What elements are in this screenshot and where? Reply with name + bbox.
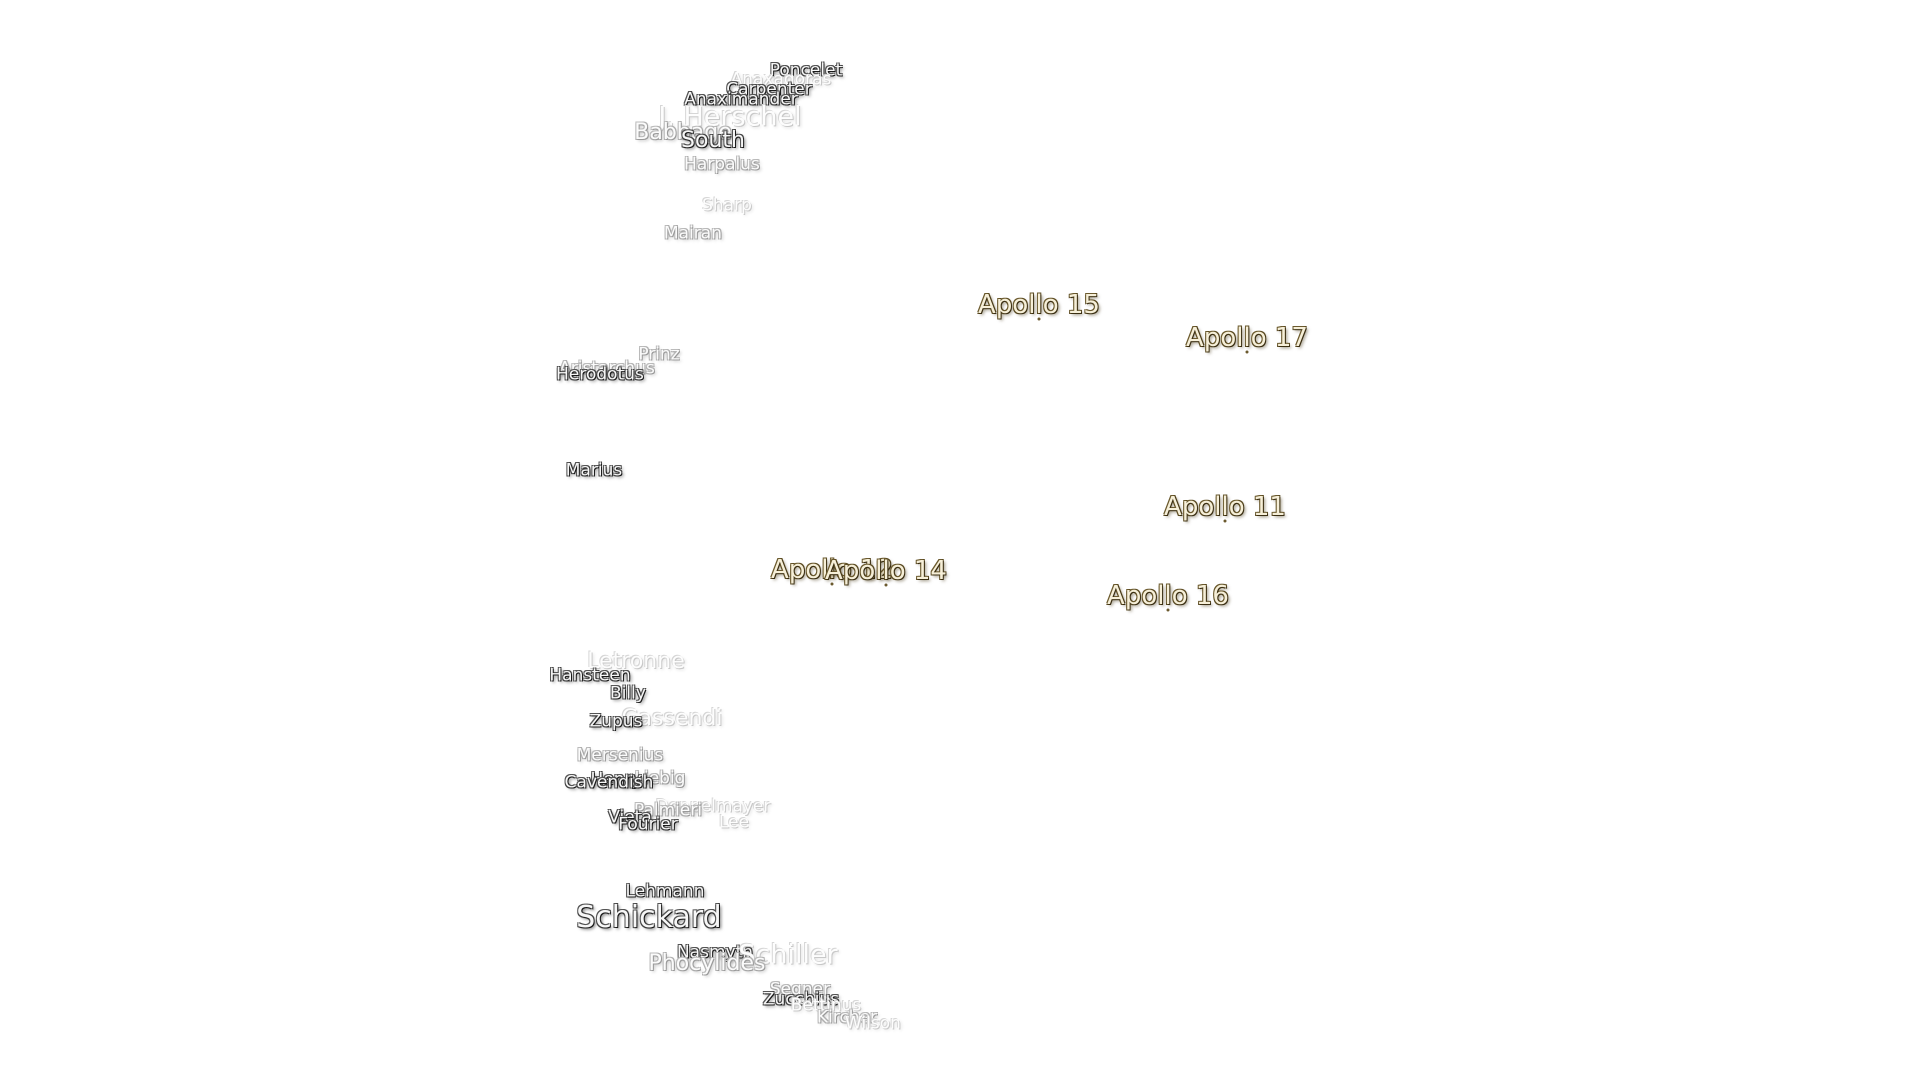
crater-label-hansteen[interactable]: Hansteen	[549, 665, 631, 686]
crater-label-wilson[interactable]: Wilson	[845, 1013, 901, 1034]
crater-label-marius[interactable]: Marius	[565, 460, 623, 481]
landing-site-label-apollo-16[interactable]: Apollo 16	[1107, 581, 1229, 611]
crater-label-lehmann[interactable]: Lehmann	[625, 881, 705, 902]
crater-label-lee[interactable]: Lee	[718, 812, 750, 833]
landing-site-marker[interactable]	[1037, 317, 1041, 321]
crater-label-segner[interactable]: Segner	[769, 979, 831, 1000]
crater-label-j-herschel[interactable]: J. Herschel	[658, 101, 802, 133]
crater-label-nasmyth[interactable]: Nasmyth	[676, 942, 754, 963]
crater-label-harpalus[interactable]: Harpalus	[684, 154, 760, 175]
crater-label-babbage[interactable]: Babbage	[634, 120, 732, 145]
crater-label-henry[interactable]: Henry	[590, 769, 642, 790]
crater-label-doppelmayer[interactable]: Doppelmayer	[655, 796, 771, 817]
crater-label-anaxagoras[interactable]: Anaxagoras	[730, 69, 832, 90]
crater-label-zucchius[interactable]: Zucchius	[762, 989, 840, 1010]
crater-label-vieta[interactable]: Vieta	[608, 807, 652, 828]
landing-site-marker[interactable]	[830, 582, 834, 586]
crater-label-liebig[interactable]: Liebig	[634, 768, 686, 789]
crater-label-bettinus[interactable]: Bettinus	[790, 995, 862, 1016]
crater-label-phocylides[interactable]: Phocylides	[648, 951, 766, 976]
crater-label-south[interactable]: South	[681, 128, 745, 153]
crater-label-letronne[interactable]: Letronne	[587, 649, 685, 674]
crater-label-schickard[interactable]: Schickard	[576, 900, 722, 935]
landing-site-marker[interactable]	[1245, 350, 1249, 354]
landing-site-label-apollo-14[interactable]: Apollo 14	[825, 556, 947, 586]
landing-site-label-apollo-17[interactable]: Apollo 17	[1186, 323, 1308, 353]
crater-label-palmieri[interactable]: Palmieri	[633, 800, 703, 821]
crater-label-fourier[interactable]: Fourier	[618, 814, 678, 835]
landing-site-label-apollo-11[interactable]: Apollo 11	[1164, 492, 1286, 522]
landing-site-label-apollo-15[interactable]: Apollo 15	[978, 290, 1100, 320]
crater-label-carpenter[interactable]: Carpenter	[726, 79, 812, 100]
crater-label-gassendi[interactable]: Gassendi	[621, 706, 723, 731]
crater-label-anaximander[interactable]: Anaximander	[684, 89, 798, 110]
crater-label-prinz[interactable]: Prinz	[638, 344, 680, 365]
crater-label-sharp[interactable]: Sharp	[702, 195, 752, 216]
crater-label-cavendish[interactable]: Cavendish	[564, 772, 654, 793]
landing-site-label-apollo-12[interactable]: Apollo 12	[771, 555, 893, 585]
landing-site-marker[interactable]	[884, 583, 888, 587]
landing-site-marker[interactable]	[1223, 519, 1227, 523]
crater-label-aristarchus[interactable]: Aristarchus	[559, 358, 655, 379]
crater-label-poncelet[interactable]: Poncelet	[769, 60, 843, 81]
crater-label-mairan[interactable]: Mairan	[664, 223, 722, 244]
crater-label-herodotus[interactable]: Herodotus	[556, 364, 644, 385]
crater-label-schiller[interactable]: Schiller	[738, 939, 838, 971]
crater-label-mersenius[interactable]: Mersenius	[576, 745, 664, 766]
crater-label-kircher[interactable]: Kircher	[816, 1007, 878, 1028]
crater-label-zupus[interactable]: Zupus	[589, 711, 643, 732]
landing-site-marker[interactable]	[1166, 608, 1170, 612]
crater-label-billy[interactable]: Billy	[610, 683, 646, 704]
